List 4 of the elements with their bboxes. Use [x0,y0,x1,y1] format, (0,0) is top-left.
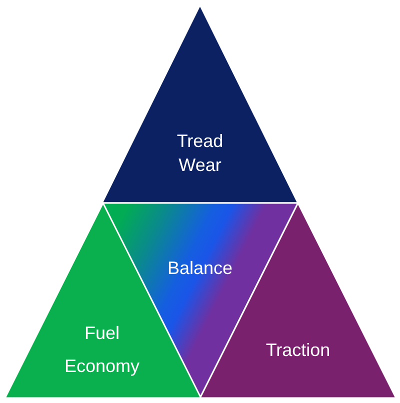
segment-label: Tread Wear [176,130,224,177]
segment-label: Fuel Economy [64,322,140,378]
segment-label: Traction [266,339,330,362]
segment-label: Balance [167,257,233,280]
